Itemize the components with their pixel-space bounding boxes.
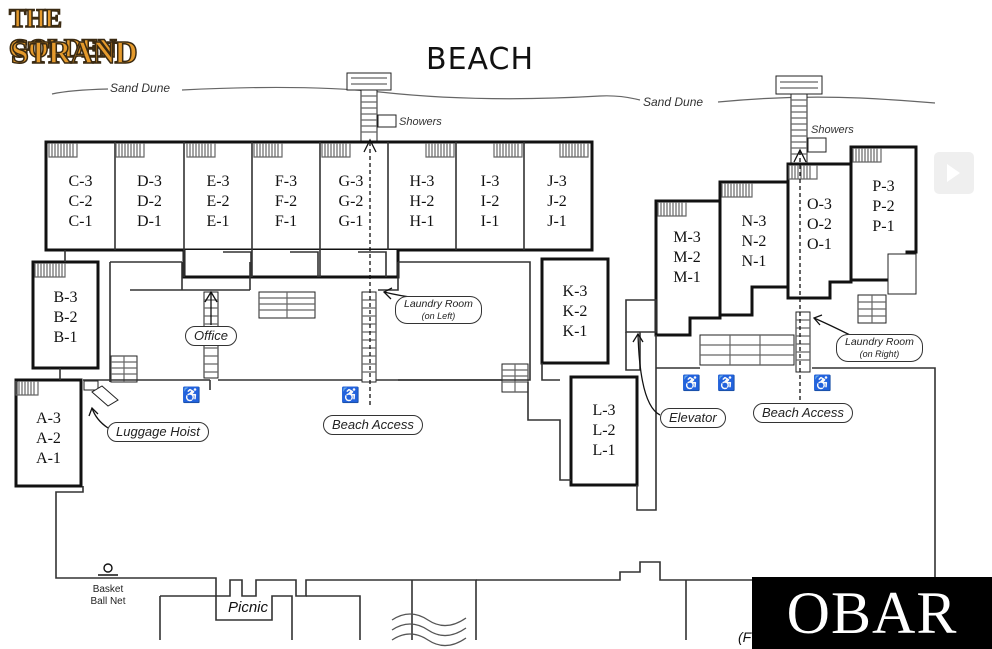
unit-g-label: G-3 G-2 G-1 (338, 173, 364, 230)
logo-line-1: THE GOLDEN (8, 3, 117, 64)
unit-o-label: O-3 O-2 O-1 (807, 196, 832, 253)
building-m-to-p (625, 145, 918, 337)
unit-n-label: N-3 N-2 N-1 (741, 213, 767, 270)
office-label: Office (185, 326, 237, 346)
walkway-right (775, 75, 827, 165)
elevator-label: Elevator (660, 408, 726, 428)
luggage-hoist-label: Luggage Hoist (107, 422, 209, 442)
showers-label-left: Showers (399, 116, 442, 128)
laundry-room-left-label: Laundry Room (on Left) (395, 296, 482, 324)
sand-dune-line-right (717, 96, 936, 104)
basket-ball-net-label: Basket Ball Net (82, 584, 134, 608)
unit-l-label: L-3 L-2 L-1 (592, 402, 616, 459)
accessible-icon: ♿ (182, 387, 201, 404)
sand-dune-line-left (51, 86, 641, 101)
unit-p-label: P-3 P-2 P-1 (872, 178, 895, 235)
creek (391, 613, 467, 647)
unit-i-label: I-3 I-2 I-1 (480, 173, 500, 230)
laundry-room-right-label: Laundry Room (on Right) (836, 334, 923, 362)
building-k (540, 257, 610, 365)
accessible-icon: ♿ (717, 375, 736, 392)
unit-c-label: C-3 C-2 C-1 (68, 173, 93, 230)
partial-label: (F (738, 629, 752, 645)
next-image-button[interactable] (934, 152, 974, 194)
laundry-room-right-title: Laundry Room (845, 336, 914, 348)
pointer-lines (88, 138, 851, 429)
building-c-to-j (44, 140, 594, 279)
golden-strand-logo: THE GOLDEN STRAND (5, 2, 138, 76)
building-l (569, 375, 639, 487)
basket-ball-net-icon (98, 563, 118, 576)
sand-dune-label-right: Sand Dune (643, 95, 704, 109)
unit-b-label: B-3 B-2 B-1 (53, 289, 78, 346)
building-b (31, 260, 100, 370)
beach-access-right-label: Beach Access (753, 403, 853, 423)
unit-h-label: H-3 H-2 H-1 (409, 173, 435, 230)
accessible-icon: ♿ (341, 387, 360, 404)
showers-label-right: Showers (811, 124, 854, 136)
picnic-label: Picnic (228, 599, 269, 616)
laundry-room-right-note: (on Right) (859, 349, 900, 359)
basket-ball-net-line-2: Ball Net (90, 596, 126, 607)
laundry-room-left-note: (on Left) (421, 311, 456, 321)
accessible-icon: ♿ (682, 375, 701, 392)
unit-a-label: A-3 A-2 A-1 (36, 410, 61, 467)
walkway-left (346, 72, 397, 143)
laundry-room-left-title: Laundry Room (404, 298, 473, 310)
unit-f-label: F-3 F-2 F-1 (274, 173, 298, 230)
sand-dune-label-left: Sand Dune (110, 81, 171, 95)
basket-ball-net-line-1: Basket (92, 584, 124, 595)
unit-k-label: K-3 K-2 K-1 (562, 283, 588, 340)
accessible-icon: ♿ (813, 375, 832, 392)
unit-e-label: E-3 E-2 E-1 (206, 173, 230, 230)
beach-access-left-label: Beach Access (323, 415, 423, 435)
beach-title: BEACH (426, 42, 535, 77)
chevron-right-icon (947, 164, 960, 182)
obar-watermark: OBAR (752, 577, 992, 649)
unit-m-label: M-3 M-2 M-1 (673, 229, 701, 286)
site-outline (55, 250, 936, 640)
unit-d-label: D-3 D-2 D-1 (137, 173, 162, 230)
logo-line-2: STRAND (10, 33, 138, 71)
unit-j-label: J-3 J-2 J-1 (547, 173, 567, 230)
